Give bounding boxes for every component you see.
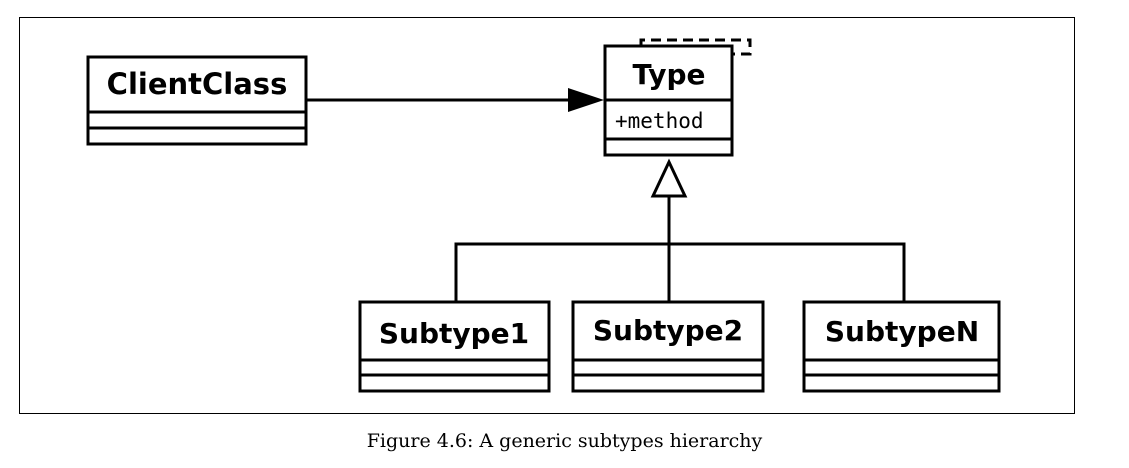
- class-box-clientclass: ClientClass: [86, 55, 308, 146]
- class-name-subtypen: SubtypeN: [825, 315, 979, 348]
- class-box-type: Type +method: [603, 38, 752, 157]
- generalization-connectors: [454, 196, 906, 302]
- class-name-subtype1: Subtype1: [379, 317, 529, 350]
- figure-caption: Figure 4.6: A generic subtypes hierarchy: [366, 430, 763, 452]
- class-box-subtype2: Subtype2: [571, 300, 765, 393]
- class-box-subtypen: SubtypeN: [802, 300, 1001, 393]
- class-name-clientclass: ClientClass: [107, 67, 288, 101]
- template-parameter-box: [639, 38, 752, 56]
- class-member-method: +method: [615, 109, 704, 133]
- association-arrow: [306, 88, 604, 112]
- class-name-subtype2: Subtype2: [593, 314, 743, 347]
- class-name-type: Type: [632, 58, 705, 91]
- hollow-triangle-icon: [650, 158, 688, 198]
- filled-arrowhead-icon: [568, 88, 604, 112]
- class-box-subtype1: Subtype1: [358, 300, 551, 393]
